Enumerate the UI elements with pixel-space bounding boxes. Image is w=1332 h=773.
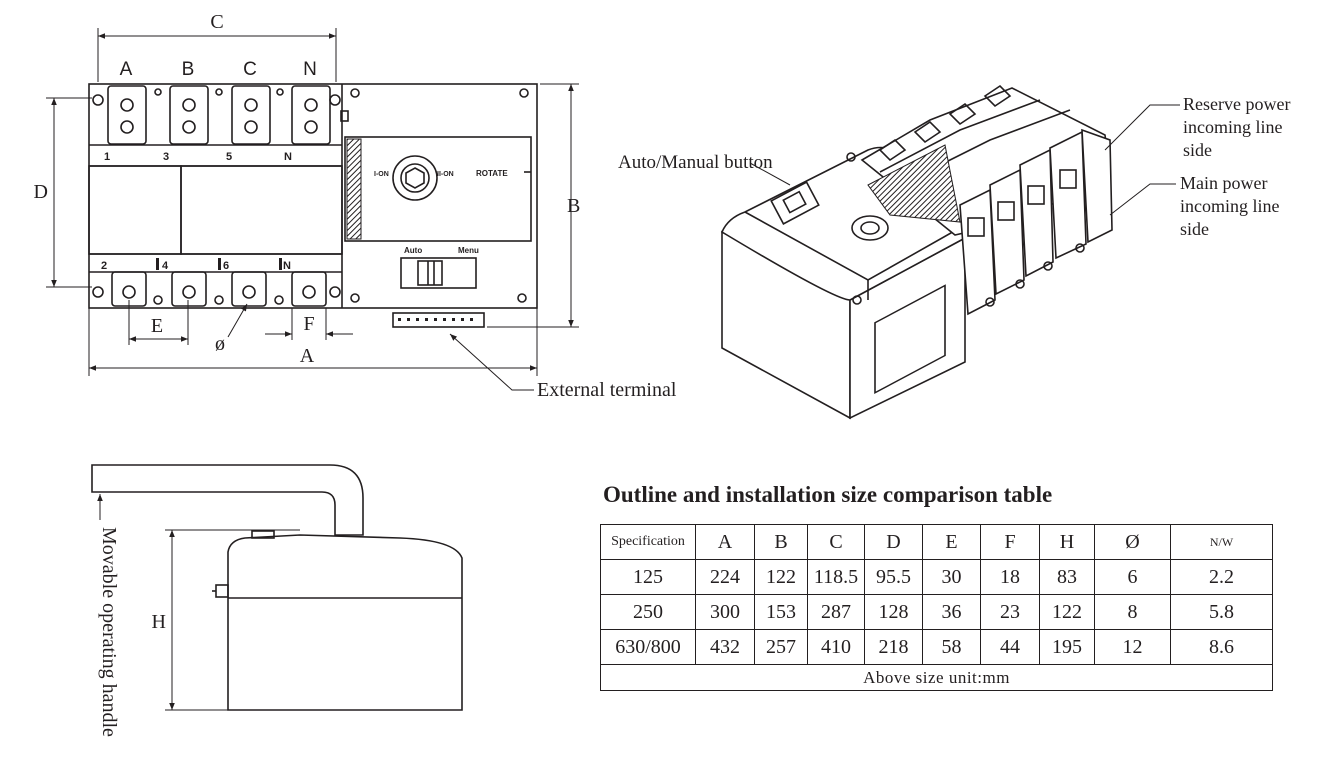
header-cell: A bbox=[695, 524, 755, 560]
table-cell: 5.8 bbox=[1170, 594, 1273, 630]
isometric-view: Auto/Manual button Reserve power incomin… bbox=[618, 84, 1290, 420]
bottom-terminals bbox=[92, 258, 341, 307]
table-cell: 95.5 bbox=[864, 559, 923, 595]
table-cell: 153 bbox=[754, 594, 808, 630]
terminal-number: N bbox=[283, 260, 291, 272]
terminal-number: 5 bbox=[226, 151, 232, 163]
table-cell: 125 bbox=[600, 559, 696, 595]
auto-label: Auto bbox=[404, 246, 422, 255]
callout-main-line2: incoming line bbox=[1180, 196, 1279, 216]
table-title: Outline and installation size comparison… bbox=[603, 482, 1053, 507]
terminal-number: 2 bbox=[101, 260, 107, 272]
table-cell: 218 bbox=[864, 629, 923, 665]
table-cell: 432 bbox=[695, 629, 755, 665]
dim-label-e: E bbox=[151, 315, 163, 337]
top-terminals bbox=[92, 85, 341, 145]
table-row: 250 300 153 287 128 36 23 122 8 5.8 bbox=[600, 594, 1273, 630]
table-cell: 83 bbox=[1039, 559, 1095, 595]
header-cell: N/W bbox=[1170, 524, 1273, 560]
header-cell: Ø bbox=[1094, 524, 1171, 560]
callout-reserve-line2: incoming line bbox=[1183, 117, 1282, 137]
iso-terminals bbox=[959, 128, 1113, 316]
header-cell: D bbox=[864, 524, 923, 560]
side-view: H bbox=[91, 464, 463, 711]
callout-reserve-line1: Reserve power bbox=[1183, 94, 1290, 114]
table-cell: 128 bbox=[864, 594, 923, 630]
pole-label-b: B bbox=[182, 59, 195, 80]
dim-label-b: B bbox=[567, 195, 580, 217]
ion-right-label: II-ON bbox=[437, 171, 454, 178]
dim-label-phi: ø bbox=[215, 333, 225, 355]
table-cell: 250 bbox=[600, 594, 696, 630]
callout-main-line1: Main power bbox=[1180, 173, 1267, 193]
table-cell: 18 bbox=[980, 559, 1040, 595]
header-cell: Specification bbox=[600, 524, 696, 560]
external-terminal-strip bbox=[392, 312, 485, 328]
rotate-label: ROTATE bbox=[476, 169, 508, 178]
header-cell: B bbox=[754, 524, 808, 560]
table-cell: 6 bbox=[1094, 559, 1171, 595]
table-row: 630/800 432 257 410 218 58 44 195 12 8.6 bbox=[600, 629, 1273, 665]
terminal-number: 4 bbox=[162, 260, 169, 272]
table-row: 125 224 122 118.5 95.5 30 18 83 6 2.2 bbox=[600, 559, 1273, 595]
table-cell: 44 bbox=[980, 629, 1040, 665]
menu-label: Menu bbox=[458, 246, 479, 255]
table-cell: 410 bbox=[807, 629, 865, 665]
dim-label-a: A bbox=[300, 345, 315, 367]
table-header-row: Specification A B C D E F H Ø N/W bbox=[600, 524, 1273, 560]
table-cell: 12 bbox=[1094, 629, 1171, 665]
ion-left-label: I-ON bbox=[374, 171, 389, 178]
pole-label-n: N bbox=[303, 59, 317, 80]
callout-reserve-line3: side bbox=[1183, 140, 1212, 160]
pole-label-c: C bbox=[243, 59, 257, 80]
table-cell: 122 bbox=[1039, 594, 1095, 630]
table-cell: 2.2 bbox=[1170, 559, 1273, 595]
table-footer-row: Above size unit:mm bbox=[600, 664, 1273, 691]
terminal-number: 3 bbox=[163, 151, 169, 163]
table-cell: 30 bbox=[922, 559, 981, 595]
terminal-number: 1 bbox=[104, 151, 110, 163]
header-cell: F bbox=[980, 524, 1040, 560]
table-cell: 58 bbox=[922, 629, 981, 665]
table-cell: 287 bbox=[807, 594, 865, 630]
table-cell: 122 bbox=[754, 559, 808, 595]
header-cell: E bbox=[922, 524, 981, 560]
operating-handle bbox=[91, 464, 364, 536]
dim-label-h: H bbox=[152, 611, 166, 633]
dim-label-f: F bbox=[303, 313, 314, 335]
callout-auto-manual: Auto/Manual button bbox=[618, 152, 773, 173]
table-cell: 36 bbox=[922, 594, 981, 630]
front-view: C A B C N 1 3 5 N bbox=[34, 11, 677, 401]
front-body-outline bbox=[88, 83, 538, 309]
control-panel: ROTATE I-ON II-ON Auto Menu bbox=[340, 88, 532, 303]
header-cell: C bbox=[807, 524, 865, 560]
size-comparison-table: Specification A B C D E F H Ø N/W 125 22… bbox=[600, 524, 1273, 691]
table-cell: 300 bbox=[695, 594, 755, 630]
callout-external-terminal: External terminal bbox=[537, 379, 677, 401]
table-cell: 118.5 bbox=[807, 559, 865, 595]
table-cell: 195 bbox=[1039, 629, 1095, 665]
callout-main-line3: side bbox=[1180, 219, 1209, 239]
handle-label: Movable operating handle bbox=[98, 527, 120, 737]
table-cell: 630/800 bbox=[600, 629, 696, 665]
dim-label-d: D bbox=[34, 181, 48, 203]
table-cell: 8.6 bbox=[1170, 629, 1273, 665]
pole-label-a: A bbox=[120, 59, 133, 80]
table-cell: 257 bbox=[754, 629, 808, 665]
terminal-number: 6 bbox=[223, 260, 229, 272]
terminal-number: N bbox=[284, 151, 292, 163]
dim-label-c: C bbox=[210, 11, 223, 33]
side-body bbox=[227, 534, 463, 711]
header-cell: H bbox=[1039, 524, 1095, 560]
table-cell: 23 bbox=[980, 594, 1040, 630]
table-cell: 224 bbox=[695, 559, 755, 595]
table-cell: 8 bbox=[1094, 594, 1171, 630]
table-footer: Above size unit:mm bbox=[600, 664, 1273, 691]
